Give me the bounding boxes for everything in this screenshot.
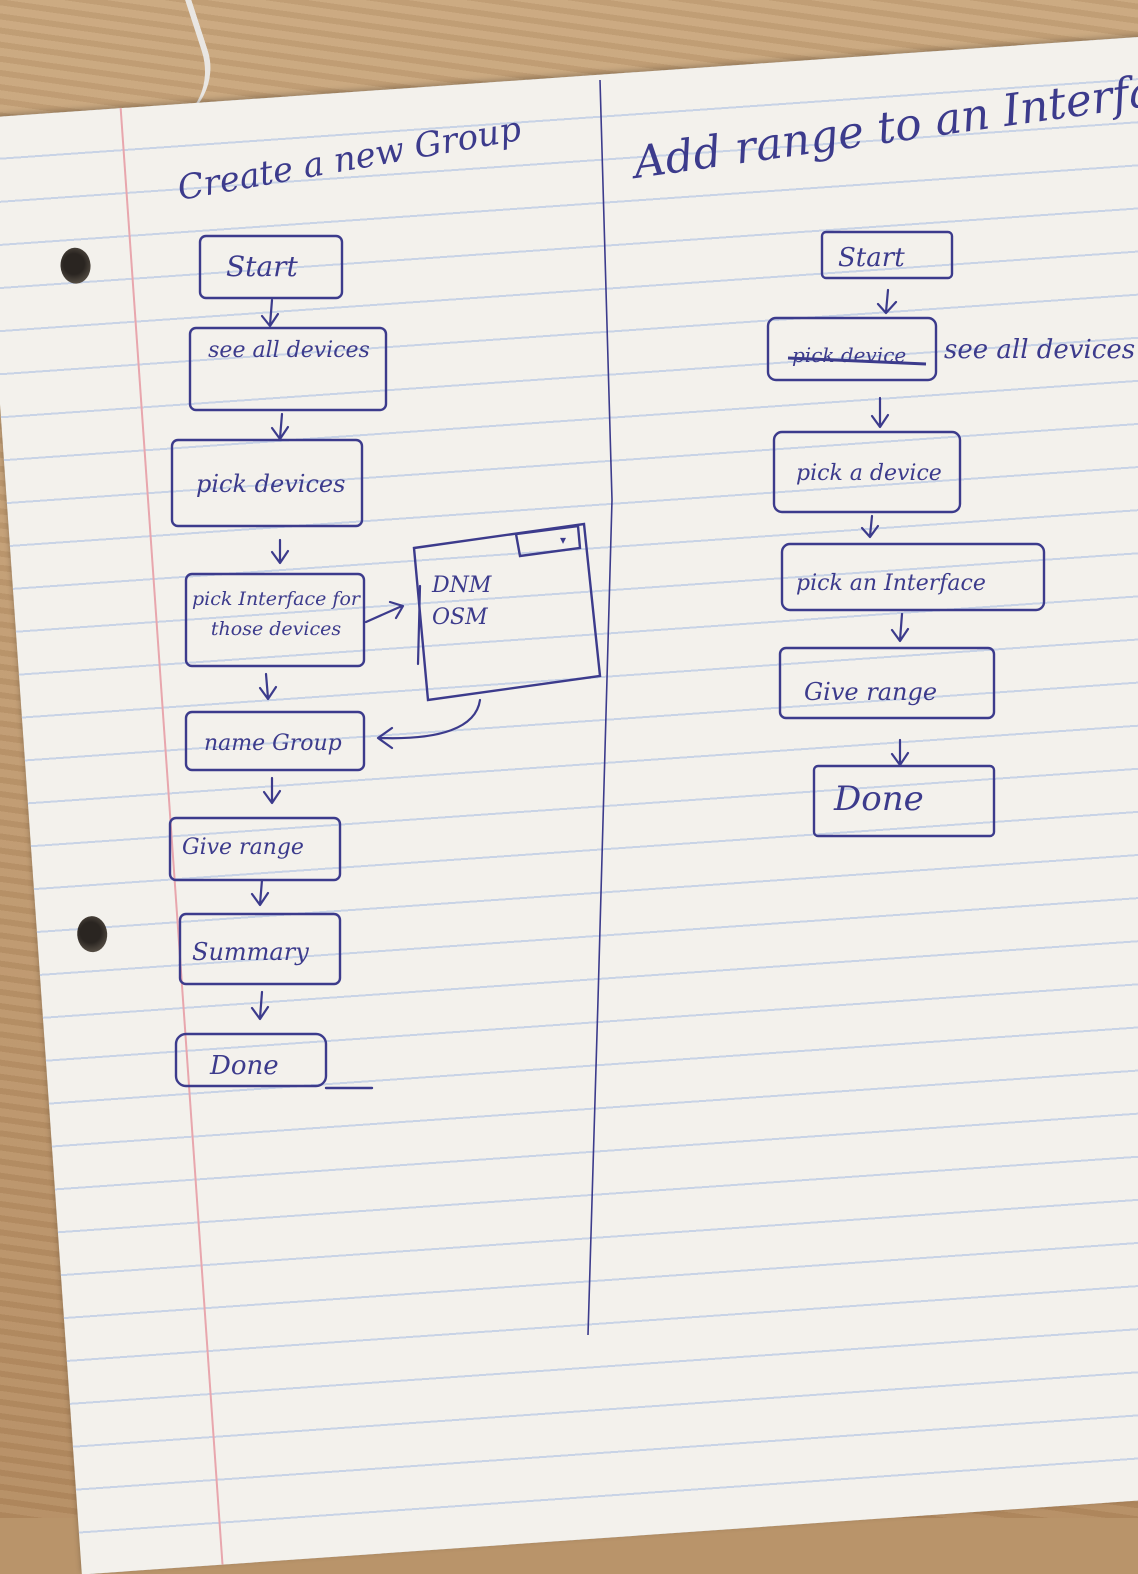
right-step-pick-interface-box — [780, 542, 1046, 612]
right-arrow — [876, 288, 898, 315]
left-step-label: name Group — [204, 731, 342, 756]
left-step-give-range-box — [168, 816, 342, 882]
left-arrow — [258, 672, 278, 701]
right-step-label: pick a device — [796, 461, 942, 486]
right-arrow — [860, 514, 880, 539]
right-arrow — [890, 738, 910, 767]
left-step-label: pick devices — [196, 470, 345, 498]
right-flow-title: Add range to an Interface — [626, 58, 1138, 189]
right-step-give-range-box — [778, 646, 996, 720]
right-step-label: see all devices — [944, 335, 1135, 365]
left-arrow — [270, 412, 290, 441]
left-flow-title: Create a new Group — [175, 109, 524, 209]
right-step-label: Give range — [804, 678, 937, 706]
left-step-label: pick Interface for those devices — [192, 588, 360, 640]
left-arrow — [260, 298, 280, 328]
popup-row: OSM — [432, 605, 488, 630]
right-arrow — [870, 396, 890, 429]
popup-checkbox-column — [416, 584, 422, 666]
left-step-label: Start — [226, 250, 299, 283]
left-step-start-box — [198, 234, 344, 300]
left-arrow-to-popup — [364, 600, 405, 624]
left-step-label: Done — [209, 1051, 279, 1081]
right-step-pick-device-box — [772, 430, 962, 514]
left-step-see-devices-box — [188, 326, 388, 412]
left-step-pick-devices-box — [170, 438, 364, 528]
left-arrow — [250, 878, 270, 907]
flowchart-sketch: Create a new Group Start see all devices… — [168, 58, 1138, 1336]
right-step-label: Start — [838, 243, 905, 273]
chevron-down-icon: ▾ — [560, 533, 566, 547]
right-step-done-box — [812, 764, 996, 838]
left-step-done-box — [174, 1032, 328, 1088]
strike-through — [787, 356, 927, 366]
popup-dropdown — [514, 524, 582, 558]
left-arrow — [262, 776, 282, 805]
left-arrow — [270, 538, 290, 565]
left-step-label: see all devices — [208, 338, 370, 363]
left-step-pick-interface-box — [184, 572, 366, 668]
column-divider — [587, 79, 613, 1336]
left-step-label-wrap: see all devices — [208, 338, 370, 363]
left-step-label: Give range — [182, 835, 304, 860]
right-step-start-box — [820, 230, 954, 280]
left-arrow-from-popup — [376, 698, 482, 750]
popup-row: DNM — [431, 573, 492, 598]
right-arrow — [890, 612, 910, 643]
left-arrow — [250, 990, 270, 1021]
left-step-name-group-box — [184, 710, 366, 772]
right-step-label: pick an Interface — [796, 571, 986, 596]
left-step-summary-box — [178, 912, 342, 986]
left-step-label-wrap: pick Interface for those devices — [192, 588, 360, 640]
right-step-label: Done — [833, 779, 924, 819]
right-step-see-devices-box — [766, 316, 938, 382]
left-step-label: Summary — [192, 938, 309, 966]
